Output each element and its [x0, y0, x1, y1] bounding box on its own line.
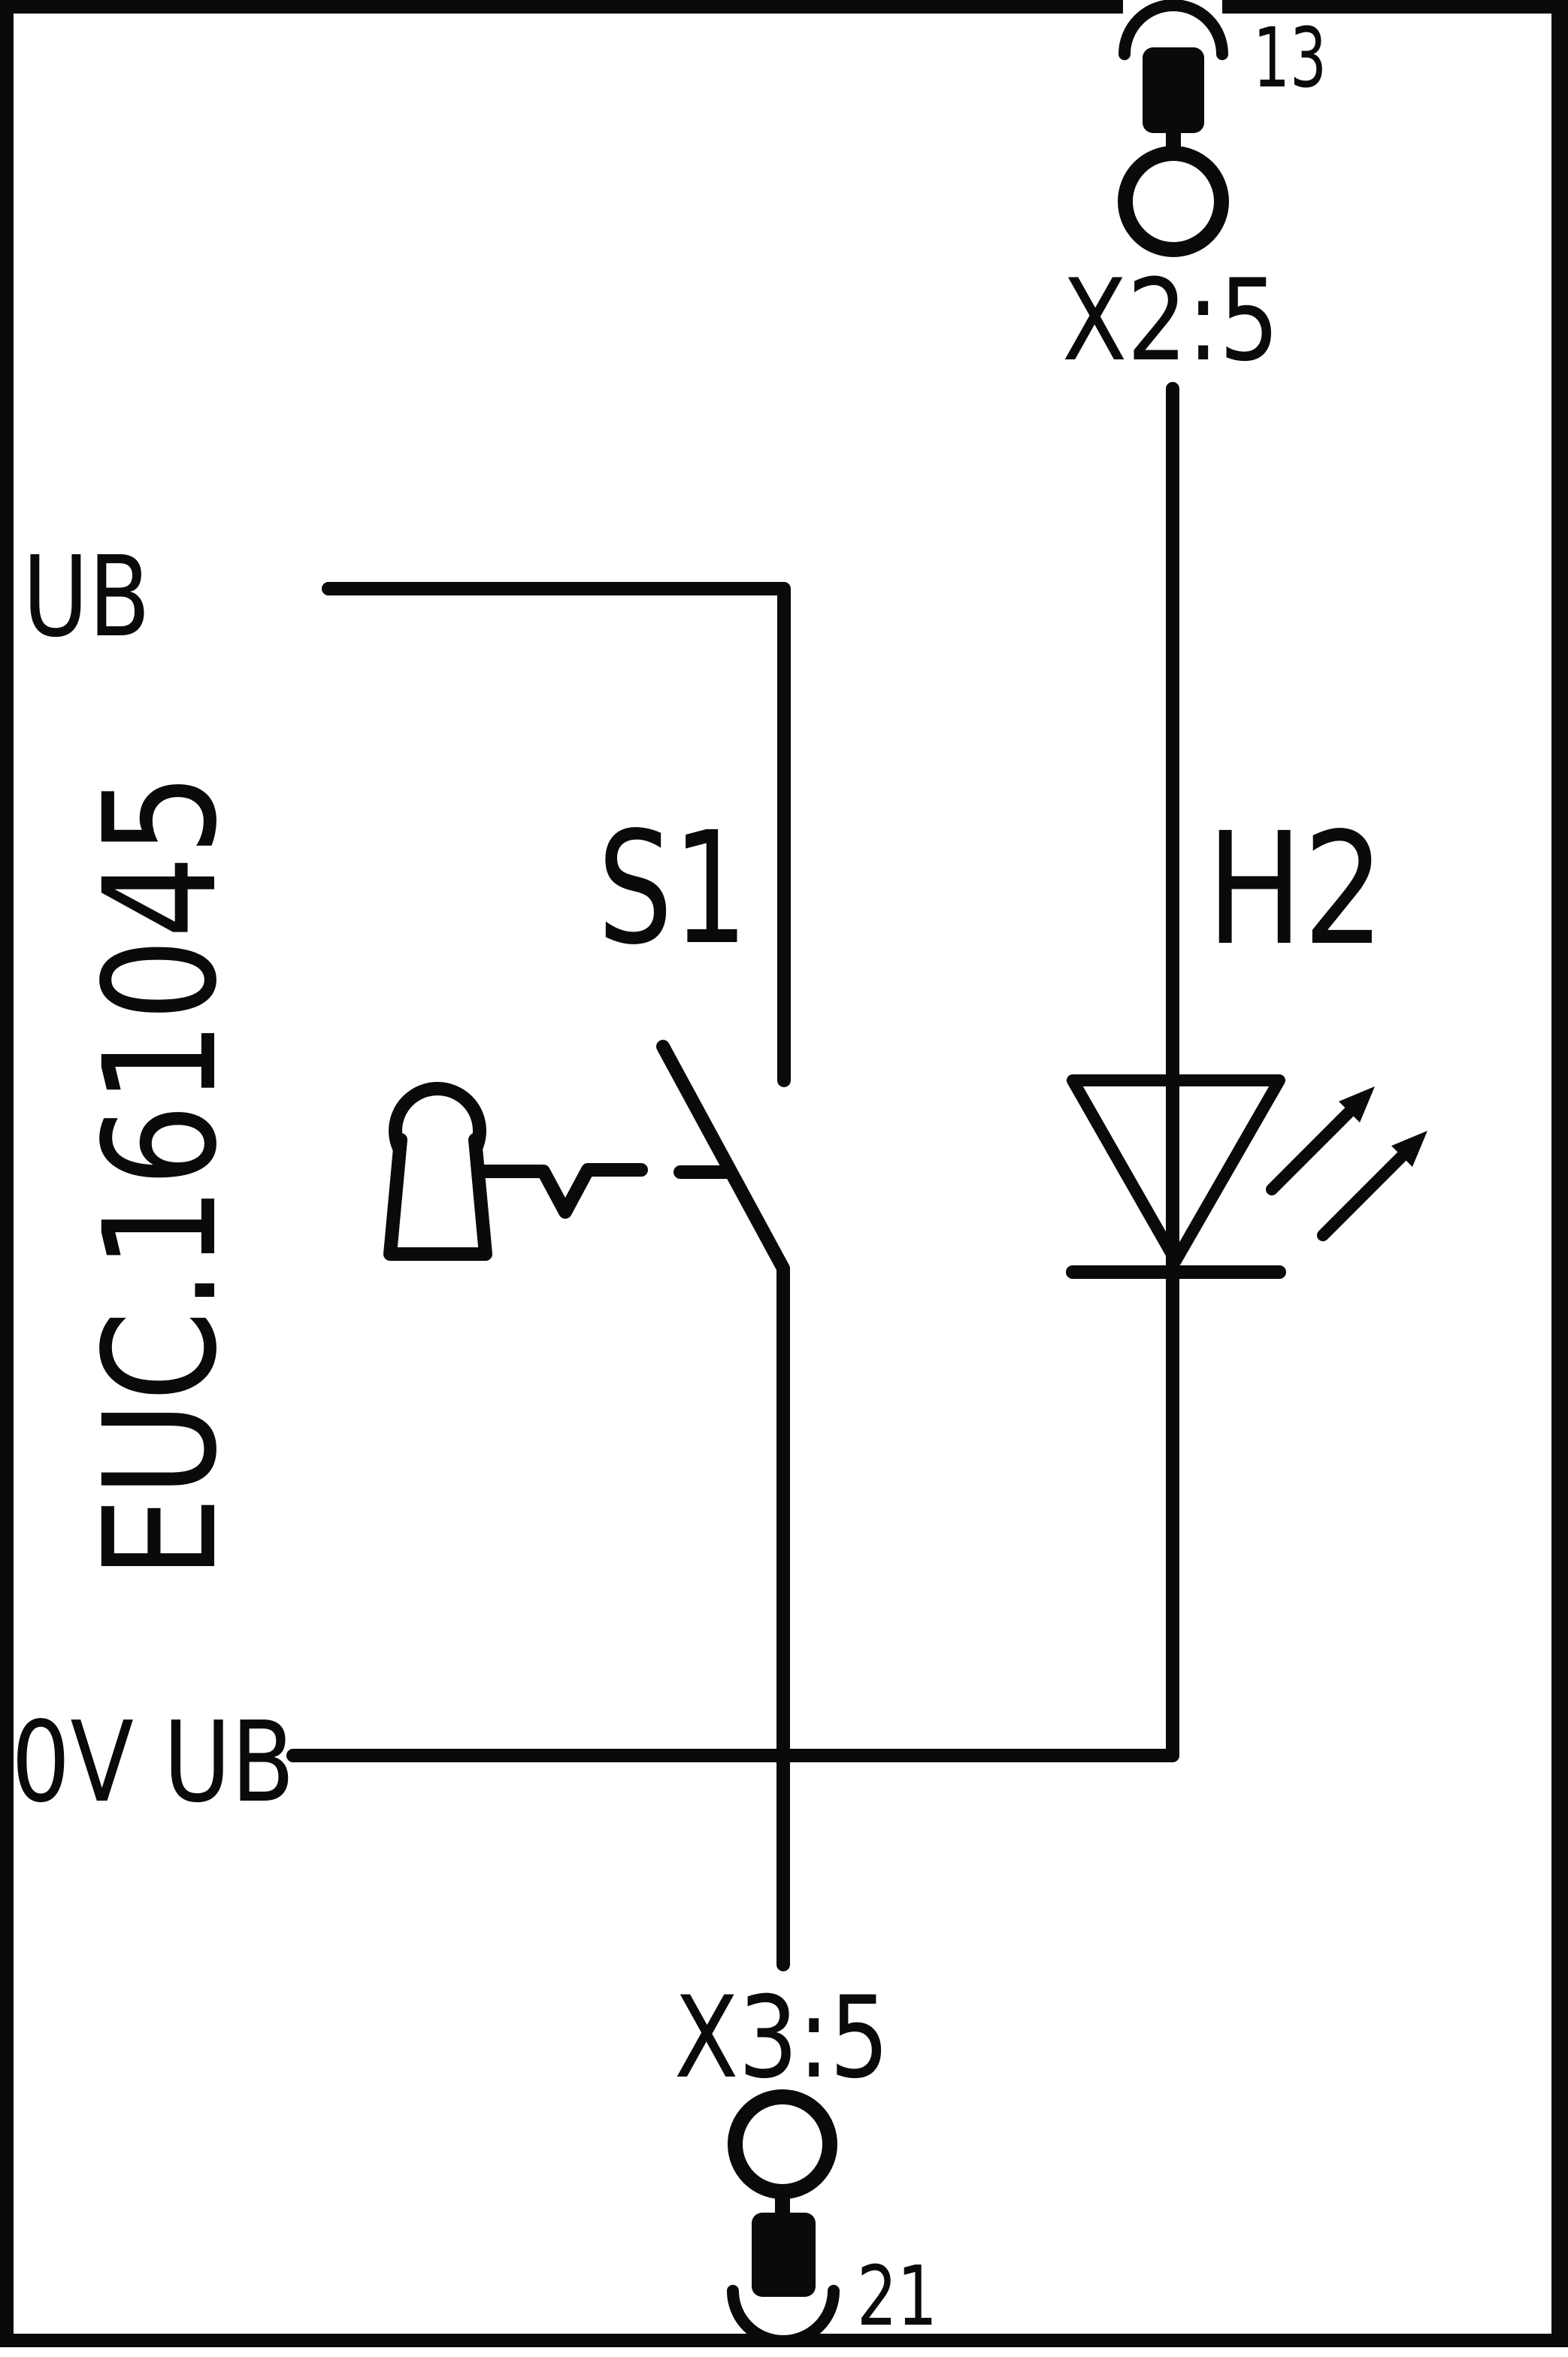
led-arrow-head-1	[1339, 1086, 1375, 1122]
switch-ref-label: S1	[598, 798, 748, 979]
wire-supply-rail	[322, 582, 791, 1087]
terminal-bottom-stem	[775, 2190, 790, 2217]
led-arrow-head-2	[1391, 1131, 1427, 1167]
terminal-top-circle	[1118, 146, 1229, 257]
supply-rail-label: UB	[23, 532, 150, 662]
terminal-bottom-circle	[728, 2089, 837, 2199]
terminal-top-pin-number: 13	[1253, 10, 1327, 106]
led-arrow-shaft-2	[1317, 1148, 1410, 1241]
terminal-top-arc	[1118, 0, 1228, 60]
terminal-bottom-pin-number: 21	[857, 2248, 937, 2344]
terminal-bottom-arc	[727, 2285, 840, 2347]
border-left	[0, 0, 14, 2347]
terminal-top-pin	[1143, 47, 1204, 133]
key-icon-body	[383, 1133, 492, 1261]
key-linkage-zigzag	[469, 1163, 648, 1219]
border-top	[0, 0, 1568, 14]
label-group: UB 0V UB EUC.161045 S1 H2 X2:5 13 X3:5 2…	[11, 10, 1385, 2344]
terminal-top-stem	[1166, 132, 1181, 157]
led-diode-triangle	[1067, 1074, 1285, 1267]
terminal-bottom-pin	[752, 2213, 816, 2297]
wire-group	[286, 0, 1410, 2347]
wire-return-rail-and-led-branch	[286, 382, 1179, 1762]
switch-blade-and-wire	[656, 1040, 790, 1971]
border-right	[1551, 0, 1568, 2347]
device-tag-label: EUC.161045	[71, 773, 251, 1579]
led-arrow-shaft-1	[1266, 1104, 1358, 1195]
terminal-bottom-label: X3:5	[674, 1973, 889, 2104]
terminal-top-label: X2:5	[1062, 256, 1279, 386]
indicator-ref-label: H2	[1206, 799, 1385, 980]
return-rail-label: 0V UB	[11, 1698, 295, 1827]
filled-symbols-group	[752, 47, 1427, 2297]
